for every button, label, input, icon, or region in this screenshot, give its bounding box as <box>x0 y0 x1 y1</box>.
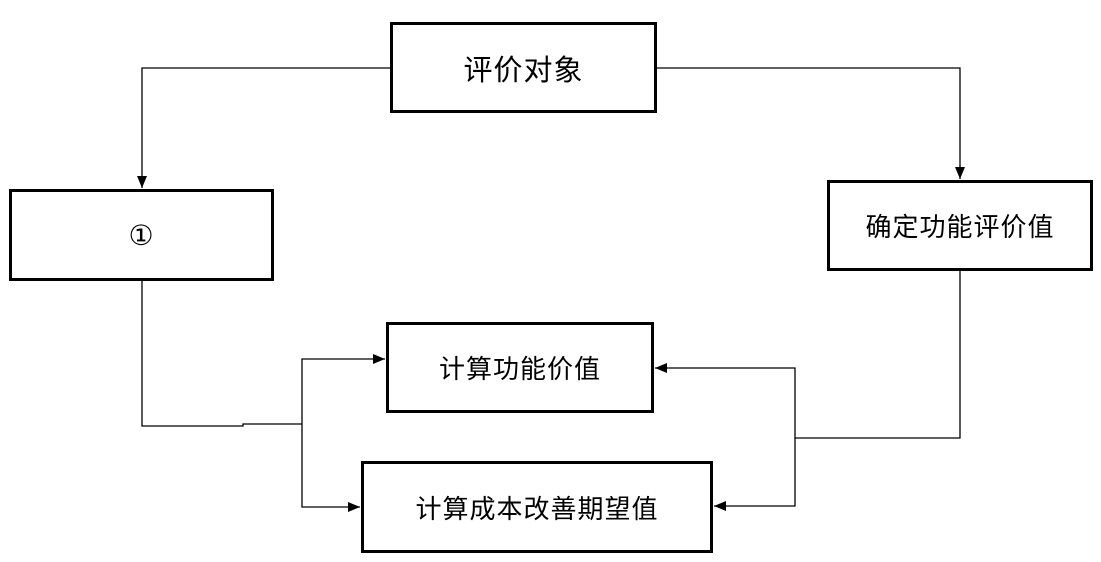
node-determine-function-value-label: 确定功能评价值 <box>865 213 1055 243</box>
node-blank-1-label: ① <box>128 218 155 252</box>
node-blank-1: ① <box>9 189 274 281</box>
node-calculate-cost-improvement-label: 计算成本改善期望值 <box>415 494 659 525</box>
node-determine-function-value: 确定功能评价值 <box>827 180 1093 271</box>
line-right-down <box>795 271 961 439</box>
node-calculate-function-value-label: 计算功能价值 <box>438 355 601 385</box>
node-evaluation-object-label: 评价对象 <box>463 52 584 87</box>
arrow-left-to-bottom <box>301 424 360 512</box>
arrow-left-to-middle <box>301 354 385 424</box>
line-left-down <box>141 281 302 427</box>
node-evaluation-object: 评价对象 <box>390 22 657 113</box>
node-calculate-function-value: 计算功能价值 <box>386 322 654 413</box>
arrow-right-to-bottom <box>714 438 796 511</box>
node-calculate-cost-improvement: 计算成本改善期望值 <box>361 461 713 553</box>
arrow-top-to-left <box>137 67 390 188</box>
arrow-right-to-middle <box>655 363 796 438</box>
arrow-top-to-right <box>657 67 965 179</box>
